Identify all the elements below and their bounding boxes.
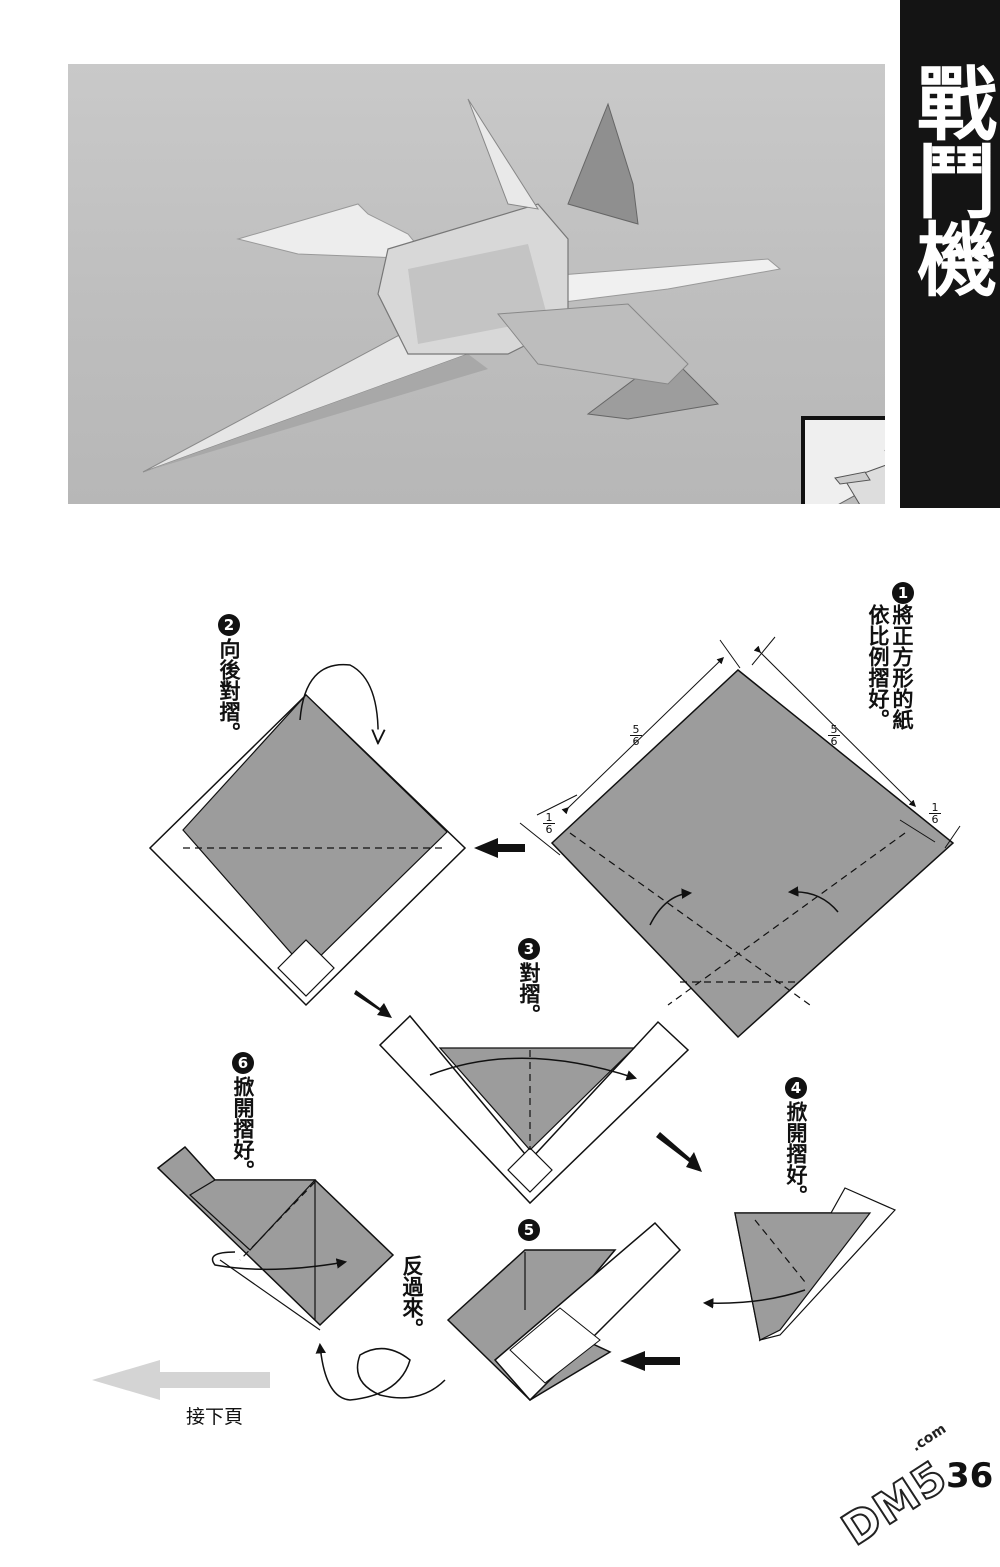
step4-diagram [702, 1187, 897, 1342]
step6-number: 6 [232, 1052, 254, 1074]
next-page-label[interactable]: 接下頁 [186, 1406, 244, 1428]
step1-diagram [519, 636, 961, 1039]
fraction-side-right: 1 6 [929, 802, 941, 825]
step4-text: 掀開摺好。 [784, 1101, 808, 1206]
inset-photo [801, 416, 885, 504]
step2-text: 向後對摺。 [217, 638, 241, 743]
arrow-4-to-5 [620, 1351, 680, 1371]
fraction-side-right-den: 6 [931, 813, 939, 826]
step1-number: 1 [892, 582, 914, 604]
fraction-top-left-num: 5 [630, 724, 642, 736]
step2-number: 2 [218, 614, 240, 636]
fraction-side-left-den: 6 [545, 823, 553, 836]
fraction-top-left-den: 6 [632, 735, 640, 748]
turn-over-text: 反過來。 [400, 1255, 424, 1339]
fraction-side-right-num: 1 [929, 802, 941, 814]
step5-number: 5 [518, 1219, 540, 1241]
model-photo [68, 64, 885, 504]
arrow-3-to-4 [656, 1132, 702, 1172]
fraction-top-right: 5 6 [828, 724, 840, 747]
arrow-2-to-3 [354, 990, 392, 1018]
page-number: 36 [946, 1456, 994, 1496]
title-bar [900, 0, 1000, 508]
folding-diagrams [92, 636, 961, 1402]
step5-diagram [446, 1221, 682, 1402]
fraction-top-left: 5 6 [630, 724, 642, 747]
step6-diagram [156, 1145, 395, 1331]
turn-over-arrow [315, 1342, 446, 1401]
step2-diagram [148, 663, 467, 1007]
step4-number: 4 [785, 1077, 807, 1099]
page-title: 戰鬥機 [904, 62, 997, 296]
step1-text: 將正方形的紙 依比例摺好。 [866, 604, 914, 730]
step3-diagram [378, 1014, 690, 1205]
step3-number: 3 [518, 938, 540, 960]
fraction-top-right-num: 5 [828, 724, 840, 736]
fraction-side-left-num: 1 [543, 812, 555, 824]
fraction-top-right-den: 6 [830, 735, 838, 748]
step6-text: 掀開摺好。 [231, 1076, 255, 1181]
fraction-side-left: 1 6 [543, 812, 555, 835]
step3-text: 對摺。 [517, 962, 541, 1025]
arrow-1-to-2 [474, 838, 525, 858]
next-page-arrow[interactable] [92, 1360, 270, 1400]
